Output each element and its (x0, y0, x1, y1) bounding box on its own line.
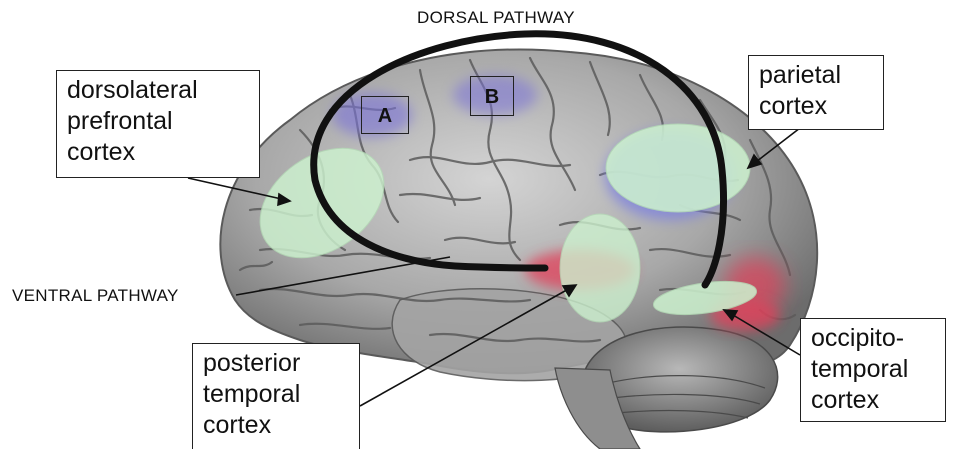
dorsal-pathway-label: DORSAL PATHWAY (417, 8, 575, 28)
parietal-callout: parietal cortex (748, 55, 884, 130)
region-a-box: A (361, 96, 409, 134)
occipitotemporal-line-3: cortex (811, 385, 935, 416)
region-b-box: B (470, 76, 514, 116)
roi-posterior-temporal (560, 214, 640, 322)
posterior-temporal-line-1: posterior (203, 348, 349, 379)
parietal-line-1: parietal (759, 60, 873, 91)
occipitotemporal-line-1: occipito- (811, 323, 935, 354)
posterior-temporal-line-3: cortex (203, 410, 349, 441)
occipitotemporal-line-2: temporal (811, 354, 935, 385)
occipitotemporal-callout: occipito- temporal cortex (800, 318, 946, 422)
parietal-line-2: cortex (759, 91, 873, 122)
roi-parietal (606, 124, 750, 212)
dlpfc-line-3: cortex (67, 137, 249, 168)
dlpfc-callout: dorsolateral prefrontal cortex (56, 70, 260, 178)
dlpfc-line-2: prefrontal (67, 106, 249, 137)
dlpfc-line-1: dorsolateral (67, 75, 249, 106)
ventral-pathway-label: VENTRAL PATHWAY (12, 286, 179, 306)
posterior-temporal-callout: posterior temporal cortex (192, 343, 360, 449)
posterior-temporal-line-2: temporal (203, 379, 349, 410)
